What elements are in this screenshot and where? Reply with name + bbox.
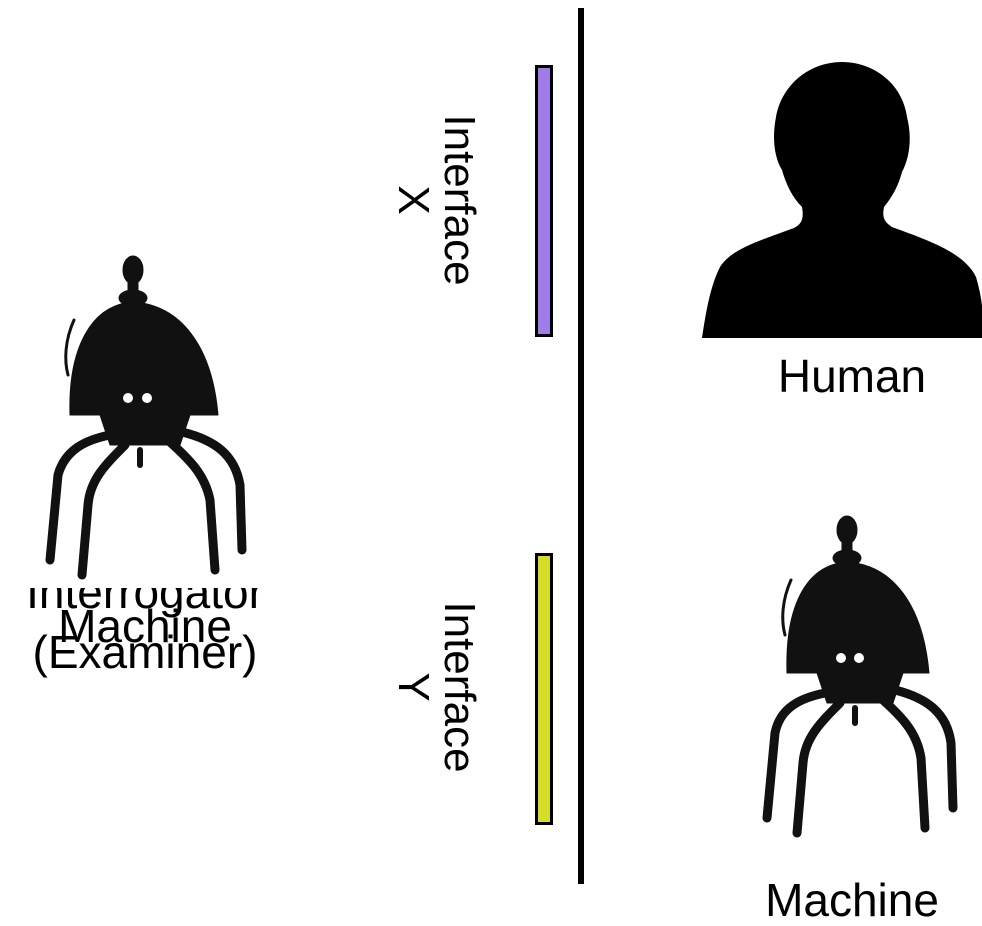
human-silhouette-icon <box>702 62 982 338</box>
divider-line <box>578 8 584 884</box>
interface-x-letter: X <box>390 185 436 214</box>
human-label: Human <box>722 352 982 400</box>
machine-robot-icon <box>755 508 975 848</box>
interface-x-bar <box>535 65 553 337</box>
interface-y-label: Interface Y <box>396 537 476 837</box>
interface-y-letter: Y <box>390 672 436 701</box>
interrogator-robot-icon <box>30 250 270 590</box>
interface-x-label: Interface X <box>396 50 476 350</box>
machine-label-right: Machine <box>722 876 982 924</box>
examiner-label: (Examiner) <box>0 628 290 676</box>
interface-y-bar <box>535 553 553 825</box>
interface-x-word: Interface <box>436 114 482 285</box>
interrogator-caption: Interrogator Machine (Examiner) <box>0 588 290 698</box>
interface-y-word: Interface <box>436 601 482 772</box>
